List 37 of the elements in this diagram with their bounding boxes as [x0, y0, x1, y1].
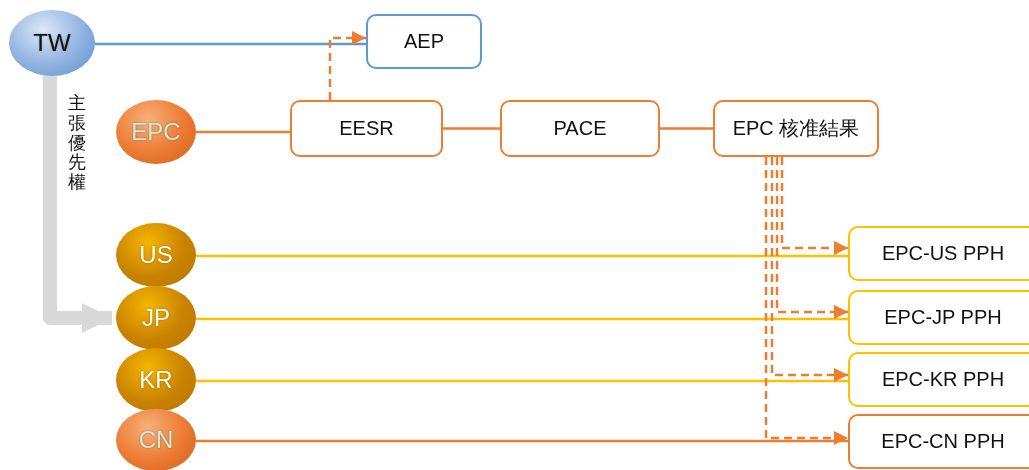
arrow [764, 157, 848, 445]
edge-label: 主張優先權 [68, 94, 86, 193]
node-label: TW [33, 29, 71, 57]
bent-arrow [43, 76, 112, 333]
arrow [770, 157, 848, 382]
node-label: CN [138, 426, 174, 454]
process-box [848, 290, 1029, 345]
connector-line [443, 127, 500, 130]
process-box [366, 14, 482, 69]
node-label: EESR [339, 117, 394, 140]
node-label: KR [139, 366, 173, 394]
arrow [328, 31, 366, 100]
node-label: EPC-CN PPH [881, 430, 1005, 453]
node-label: EPC 核准結果 [732, 116, 860, 141]
arrow [780, 157, 848, 255]
process-box [848, 352, 1029, 407]
process-box [848, 414, 1029, 469]
node-label: AEP [404, 30, 444, 53]
node-label: EPC-JP PPH [884, 306, 1002, 329]
connector-line [196, 130, 290, 134]
connector-line [660, 127, 713, 130]
node-label: PACE [553, 117, 607, 140]
node-label: EPC-US PPH [881, 242, 1005, 265]
node-label: US [139, 241, 173, 269]
process-box [848, 226, 1029, 281]
connector-line [196, 439, 848, 443]
node-label: JP [142, 304, 170, 332]
connector-line [95, 42, 366, 46]
connector-line [196, 317, 848, 321]
process-box [500, 100, 660, 157]
connector-line [196, 379, 848, 383]
node-label: EPC [131, 118, 181, 146]
connector-line [196, 254, 848, 258]
process-box [290, 100, 443, 157]
node-label: EPC-KR PPH [881, 368, 1005, 391]
arrow [775, 157, 848, 319]
process-box [713, 100, 879, 157]
